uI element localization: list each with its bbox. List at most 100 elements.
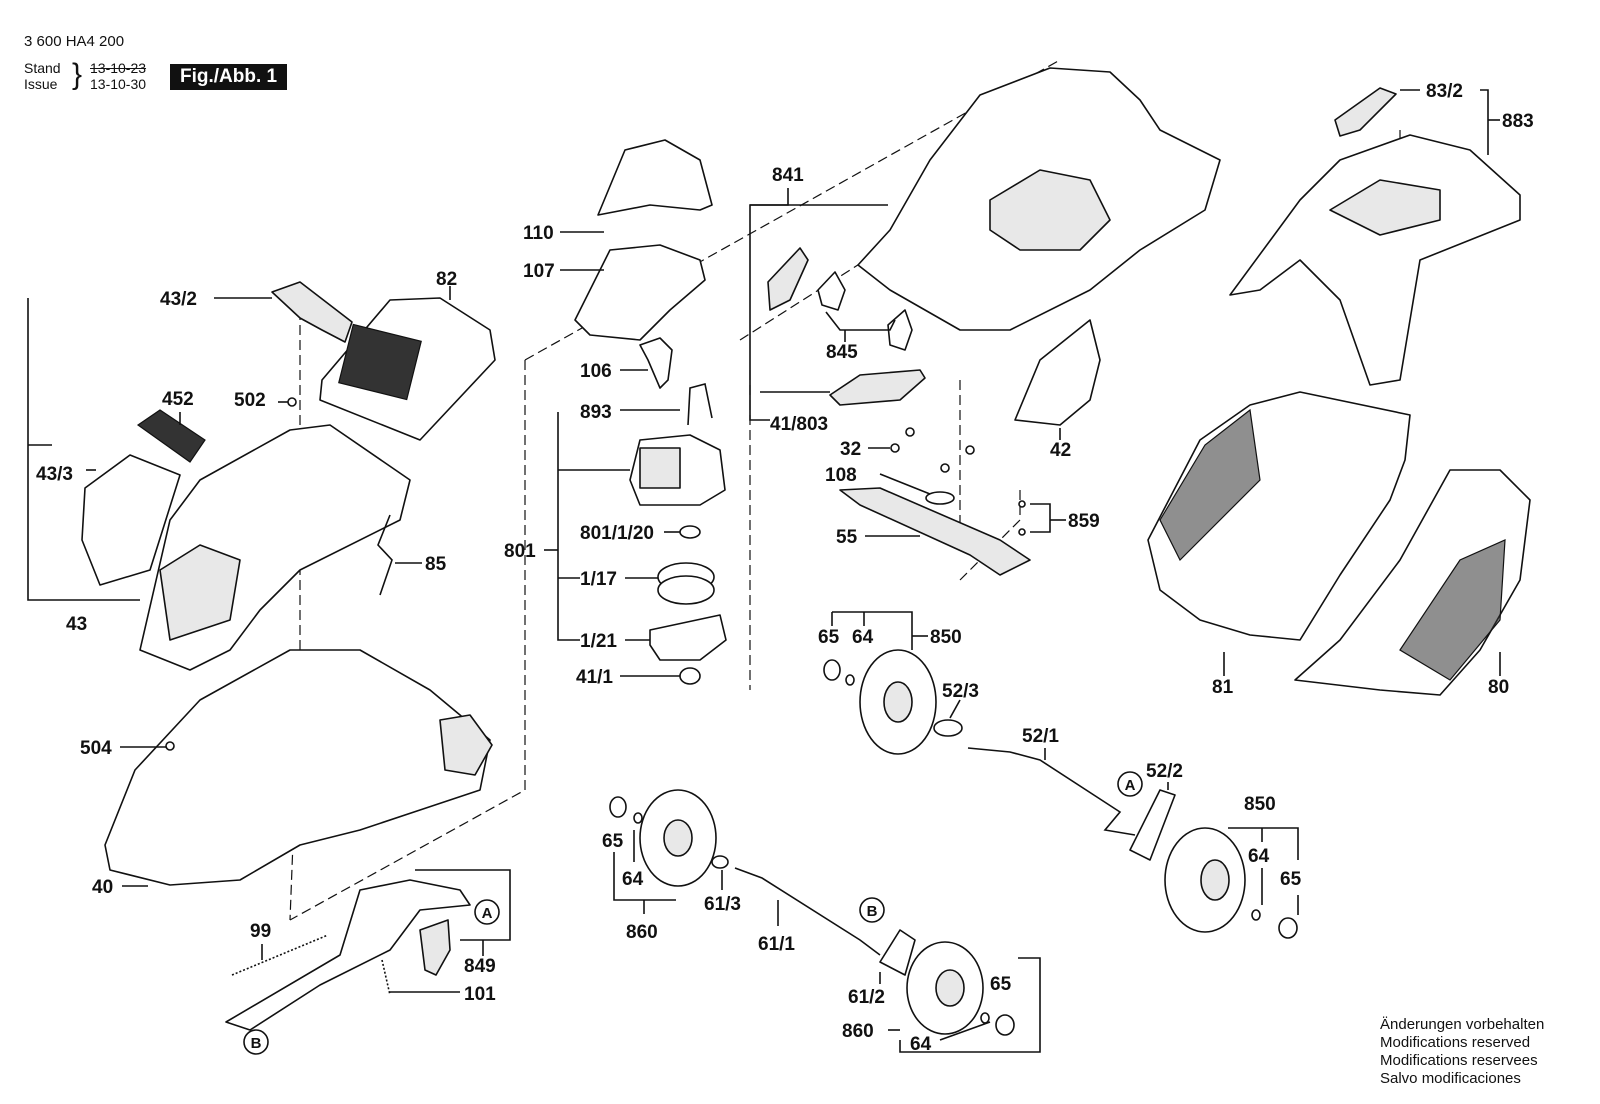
part-labels: 43/2 82 452 502 43/3 85 43 504 40 99 849… xyxy=(36,81,1534,1055)
label-43-3: 43/3 xyxy=(36,464,73,485)
wheel-850-right xyxy=(1164,827,1299,939)
part-859-screws xyxy=(1018,500,1066,536)
label-107: 107 xyxy=(523,261,555,282)
part-52-1-axle xyxy=(967,747,1136,836)
part-43-3-grille xyxy=(81,454,181,586)
label-502: 502 xyxy=(234,390,266,411)
brace-icon: } xyxy=(72,58,83,91)
label-452: 452 xyxy=(162,389,194,410)
callout-a-right: A xyxy=(1117,771,1143,797)
part-43-2-grip xyxy=(214,281,353,343)
part-41-1-bearing xyxy=(620,667,701,685)
stand-label: Stand xyxy=(24,60,61,76)
svg-text:B: B xyxy=(251,1035,262,1052)
part-80-box-side xyxy=(1294,469,1531,696)
part-801-motor xyxy=(544,412,726,641)
part-41-803-comb xyxy=(760,369,926,406)
label-841: 841 xyxy=(772,165,804,186)
label-41-1: 41/1 xyxy=(576,667,613,688)
label-43-2: 43/2 xyxy=(160,289,197,310)
part-110-cap xyxy=(560,139,713,233)
label-65-c: 65 xyxy=(602,831,624,852)
wheel-860-left xyxy=(609,789,717,914)
label-101: 101 xyxy=(464,984,496,1005)
note-line-en: Modifications reserved xyxy=(1380,1034,1531,1051)
part-81-box-lower xyxy=(1147,391,1411,676)
part-52-2-adjuster xyxy=(1129,782,1176,861)
label-801-1-20: 801/1/20 xyxy=(580,523,654,544)
label-52-2: 52/2 xyxy=(1146,761,1183,782)
label-41-803: 41/803 xyxy=(770,414,828,435)
label-850-a: 850 xyxy=(930,627,962,648)
part-106-switch xyxy=(620,337,673,389)
part-107-housing xyxy=(560,244,706,341)
label-81: 81 xyxy=(1212,677,1234,698)
part-502-screw xyxy=(278,397,297,407)
part-504-screw xyxy=(120,741,175,751)
part-40-chassis xyxy=(104,649,493,887)
part-83-2-handle xyxy=(1334,87,1420,137)
label-65-b: 65 xyxy=(1280,869,1302,890)
part-82-cover xyxy=(319,286,496,441)
note-line-fr: Modifications reservees xyxy=(1380,1052,1538,1069)
callout-a-left: A xyxy=(474,899,500,925)
label-65-d: 65 xyxy=(990,974,1012,995)
part-61-2-adjuster xyxy=(879,929,916,984)
wheel-850-upper xyxy=(823,611,937,755)
part-849-lever xyxy=(225,869,511,1031)
label-64-d: 64 xyxy=(910,1034,932,1055)
part-55-blade xyxy=(839,487,1031,576)
part-43-housing xyxy=(27,298,411,671)
label-42: 42 xyxy=(1050,440,1071,461)
label-82: 82 xyxy=(436,269,457,290)
label-64-a: 64 xyxy=(852,627,874,648)
label-106: 106 xyxy=(580,361,612,382)
part-42-flap xyxy=(1014,319,1101,440)
label-61-3: 61/3 xyxy=(704,894,741,915)
label-850-b: 850 xyxy=(1244,794,1276,815)
label-108: 108 xyxy=(825,465,857,486)
part-893-cable xyxy=(620,383,713,426)
svg-text:A: A xyxy=(482,905,493,922)
label-849: 849 xyxy=(464,956,496,977)
part-number: 3 600 HA4 200 xyxy=(24,33,125,50)
part-99-spring xyxy=(231,934,329,976)
label-504: 504 xyxy=(80,738,112,759)
note-line-de: Änderungen vorbehalten xyxy=(1380,1016,1545,1033)
issue-date: 13-10-30 xyxy=(90,76,147,92)
part-883-top-cover xyxy=(1229,89,1521,386)
label-845: 845 xyxy=(826,342,858,363)
label-64-c: 64 xyxy=(622,869,644,890)
part-845-clips xyxy=(767,247,913,351)
label-801: 801 xyxy=(504,541,536,562)
part-61-1-axle xyxy=(734,867,881,956)
label-61-1: 61/1 xyxy=(758,934,795,955)
label-52-3: 52/3 xyxy=(942,681,979,702)
modifications-note: Änderungen vorbehalten Modifications res… xyxy=(1380,1016,1544,1088)
stand-date: 13-10-23 xyxy=(90,60,147,76)
wheel-860-lower xyxy=(888,941,1041,1053)
part-32-screws xyxy=(868,427,975,473)
callout-b-right: B xyxy=(859,897,885,923)
issue-label: Issue xyxy=(24,76,58,92)
note-line-es: Salvo modificaciones xyxy=(1380,1070,1521,1087)
part-1-21-belt xyxy=(625,614,727,661)
part-801-1-20-bearing xyxy=(664,525,701,539)
label-65-a: 65 xyxy=(818,627,840,648)
label-99: 99 xyxy=(250,921,271,942)
label-32: 32 xyxy=(840,439,861,460)
part-85-spring xyxy=(377,514,422,596)
figure-label: Fig./Abb. 1 xyxy=(170,64,288,90)
label-85: 85 xyxy=(425,554,447,575)
label-64-b: 64 xyxy=(1248,846,1270,867)
part-61-3-bolt xyxy=(711,855,729,890)
svg-text:A: A xyxy=(1125,777,1136,794)
label-1-17: 1/17 xyxy=(580,569,617,590)
label-52-1: 52/1 xyxy=(1022,726,1059,747)
label-860-a: 860 xyxy=(626,922,658,943)
label-43: 43 xyxy=(66,614,87,635)
part-101-spring xyxy=(381,959,460,996)
label-110: 110 xyxy=(523,223,554,244)
label-859: 859 xyxy=(1068,511,1100,532)
